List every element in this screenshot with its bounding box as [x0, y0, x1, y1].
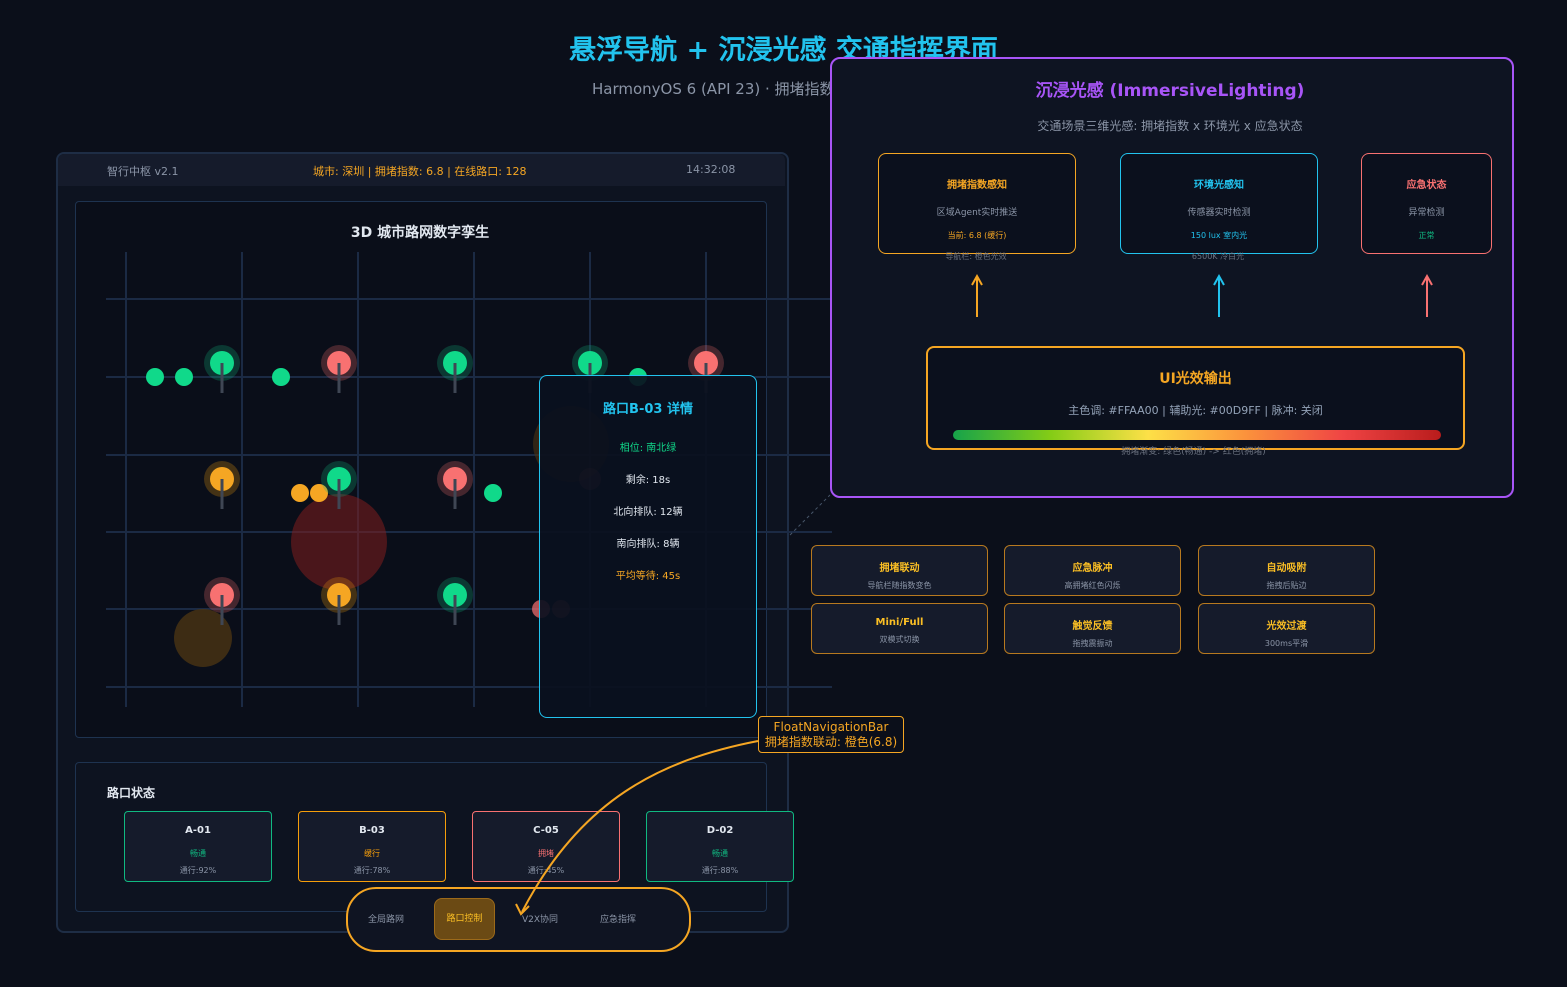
traffic-light-green: [437, 577, 473, 625]
detail-title: 路口B-03 详情: [603, 402, 693, 417]
sense-extra: 6500K 冷白光: [1191, 252, 1245, 261]
card-id: B-03: [359, 825, 385, 836]
card-pass-rate: 通行:92%: [179, 866, 217, 875]
immersive-title: 沉浸光感 (ImmersiveLighting): [1035, 81, 1305, 101]
clock: 14:32:08: [686, 163, 736, 176]
congestion-sense-card: 拥堵指数感知 区域Agent实时推送 当前: 6.8 (缓行): [878, 153, 1076, 254]
traffic-lights: [204, 345, 724, 625]
nav-item-v2x[interactable]: V2X协同: [522, 915, 559, 925]
arrow-up-icon: [1421, 273, 1433, 317]
emergency-sense-card: 应急状态 异常检测 正常: [1361, 153, 1492, 254]
intersection-card-d02[interactable]: D-02 畅通 通行:88%: [646, 811, 794, 882]
feature-congestion-link: 拥堵联动 导航栏随指数变色: [811, 545, 988, 596]
sense-value: 150 lux 室内光: [1190, 231, 1248, 240]
detail-remain: 剩余: 18s: [625, 475, 671, 486]
map-title: 3D 城市路网数字孪生: [350, 225, 490, 241]
card-status: 缓行: [364, 849, 380, 858]
app-version: 智行中枢 v2.1: [107, 165, 179, 178]
card-id: C-05: [533, 825, 559, 836]
card-status: 畅通: [712, 849, 728, 858]
intersection-card-b03[interactable]: B-03 缓行 通行:78%: [298, 811, 446, 882]
traffic-light-red: [321, 345, 357, 393]
sense-title: 拥堵指数感知: [947, 180, 1007, 191]
feature-haptic: 触觉反馈 拖拽震振动: [1004, 603, 1181, 654]
arrow-up-icon: [971, 273, 983, 317]
feature-title: Mini/Full: [875, 617, 924, 628]
sense-value: 当前: 6.8 (缓行): [947, 231, 1007, 240]
ambient-light-sense-card: 环境光感知 传感器实时检测 150 lux 室内光: [1120, 153, 1318, 254]
congestion-hotspot: [291, 494, 387, 590]
feature-desc: 300ms平滑: [1264, 639, 1309, 648]
sense-value: 正常: [1418, 231, 1435, 240]
arrow-up-icon: [1213, 273, 1225, 317]
sense-title: 环境光感知: [1194, 180, 1244, 191]
traffic-light-red: [437, 461, 473, 509]
congestion-hotspot: [174, 609, 232, 667]
feature-desc: 拖拽震振动: [1072, 639, 1113, 648]
sense-desc: 异常检测: [1408, 208, 1445, 218]
feature-title: 触觉反馈: [1072, 621, 1113, 632]
arrow-head-icon: [515, 903, 530, 916]
feature-desc: 导航栏随指数变色: [867, 581, 932, 590]
feature-desc: 双模式切换: [879, 635, 920, 644]
feature-emergency-pulse: 应急脉冲 高拥堵红色闪烁: [1004, 545, 1181, 596]
card-pass-rate: 通行:78%: [353, 866, 391, 875]
nav-item-intersection-control[interactable]: 路口控制: [434, 898, 495, 940]
card-status: 拥堵: [538, 849, 554, 858]
intersection-detail-popup[interactable]: 路口B-03 详情 相位: 南北绿 剩余: 18s 北向排队: 12辆 南向排队…: [539, 375, 757, 718]
float-navigation-bar[interactable]: [346, 887, 691, 952]
card-pass-rate: 通行:88%: [701, 866, 739, 875]
feature-title: 自动吸附: [1266, 563, 1307, 574]
feature-title: 拥堵联动: [879, 563, 920, 574]
traffic-light-red: [204, 577, 240, 625]
sense-title: 应急状态: [1406, 180, 1447, 191]
card-id: A-01: [185, 825, 211, 836]
sense-desc: 区域Agent实时推送: [936, 208, 1018, 218]
traffic-light-green: [572, 345, 608, 393]
gradient-note: 拥堵渐变: 绿色(畅通) -> 红色(拥堵): [1121, 447, 1266, 457]
callout-line2: 拥堵指数联动: 橙色(6.8): [764, 735, 898, 749]
feature-desc: 拖拽后贴边: [1266, 581, 1307, 590]
feature-auto-snap: 自动吸附 拖拽后贴边: [1198, 545, 1375, 596]
detail-avg-wait: 平均等待: 45s: [615, 571, 681, 582]
feature-desc: 高拥堵红色闪烁: [1064, 581, 1121, 590]
output-desc: 主色调: #FFAA00 | 辅助光: #00D9FF | 脉冲: 关闭: [1068, 404, 1323, 417]
nav-item-global-network[interactable]: 全局路网: [368, 915, 405, 925]
detail-phase: 相位: 南北绿: [619, 443, 677, 454]
nav-item-emergency[interactable]: 应急指挥: [600, 915, 637, 925]
intersection-state-title: 路口状态: [107, 786, 156, 800]
feature-mini-full: Mini/Full 双模式切换: [811, 603, 988, 654]
city-info: 城市: 深圳 | 拥堵指数: 6.8 | 在线路口: 128: [313, 165, 527, 178]
detail-north-queue: 北向排队: 12辆: [613, 507, 683, 518]
card-status: 畅通: [190, 849, 206, 858]
sense-extra: 导航栏: 橙色光效: [945, 252, 1007, 261]
congestion-gradient-bar: [953, 430, 1441, 440]
callout-line1: FloatNavigationBar: [773, 720, 889, 734]
sense-desc: 传感器实时检测: [1187, 208, 1251, 218]
traffic-light-green: [321, 461, 357, 509]
traffic-light-green: [437, 345, 473, 393]
traffic-light-orange: [321, 577, 357, 625]
feature-title: 应急脉冲: [1072, 563, 1113, 574]
output-title: UI光效输出: [1159, 371, 1232, 387]
card-id: D-02: [706, 825, 734, 836]
float-nav-callout: FloatNavigationBar 拥堵指数联动: 橙色(6.8): [758, 716, 904, 753]
feature-title: 光效过渡: [1266, 621, 1307, 632]
traffic-light-green: [204, 345, 240, 393]
immersive-subtitle: 交通场景三维光感: 拥堵指数 x 环境光 x 应急状态: [1037, 119, 1303, 133]
traffic-light-orange: [204, 461, 240, 509]
status-bar: 智行中枢 v2.1 城市: 深圳 | 拥堵指数: 6.8 | 在线路口: 128…: [58, 154, 785, 186]
detail-south-queue: 南向排队: 8辆: [616, 539, 680, 550]
intersection-card-a01[interactable]: A-01 畅通 通行:92%: [124, 811, 272, 882]
feature-light-transition: 光效过渡 300ms平滑: [1198, 603, 1375, 654]
